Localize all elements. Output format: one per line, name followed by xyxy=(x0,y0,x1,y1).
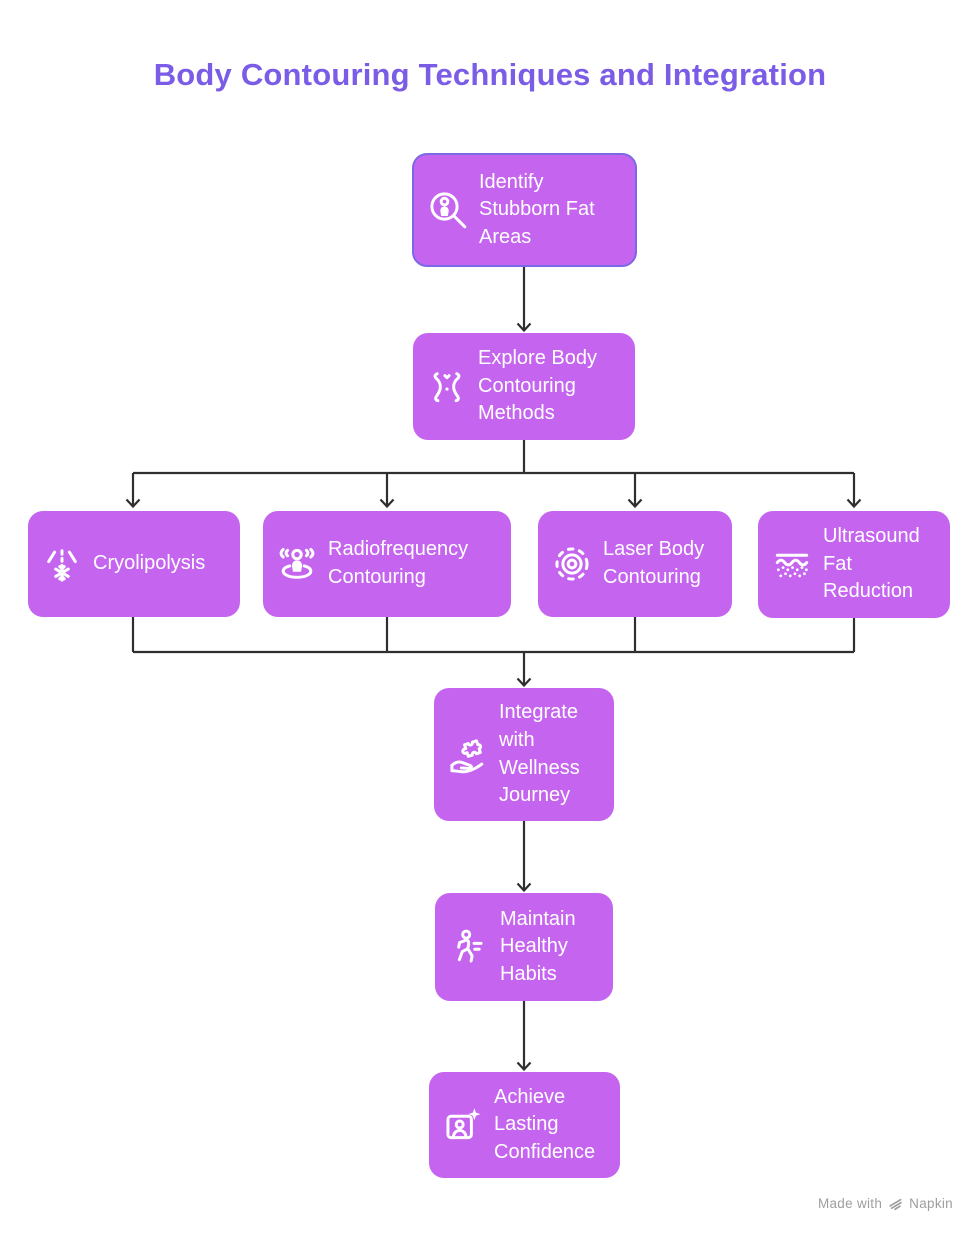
radiofrequency-person-icon xyxy=(276,543,318,585)
node-laser-body-contouring: Laser Body Contouring xyxy=(538,511,732,617)
arrowhead xyxy=(125,498,141,509)
node-integrate-with-wellness-journey: Integrate with Wellness Journey xyxy=(434,688,614,821)
body-contour-icon xyxy=(426,366,468,408)
node-label: Laser Body Contouring xyxy=(603,538,705,588)
runner-icon xyxy=(448,926,490,968)
node-label: Maintain Healthy Habits xyxy=(500,907,576,985)
arrowhead xyxy=(516,1061,532,1072)
node-label: Achieve Lasting Confidence xyxy=(494,1085,596,1163)
watermark-prefix: Made with xyxy=(817,1196,883,1211)
ultrasound-waves-icon xyxy=(771,544,813,586)
node-cryolipolysis: Cryolipolysis xyxy=(28,511,240,617)
node-explore-body-contouring-methods: Explore Body Contouring Methods xyxy=(413,333,635,440)
laser-target-icon xyxy=(551,543,593,585)
portrait-sparkle-icon xyxy=(442,1104,484,1146)
arrowhead xyxy=(379,498,395,509)
arrowhead xyxy=(627,498,643,509)
node-label: Cryolipolysis xyxy=(93,552,206,575)
cold-snowflake-icon xyxy=(41,543,83,585)
search-person-icon xyxy=(427,189,469,231)
arrowhead xyxy=(846,498,862,509)
page-title: Body Contouring Techniques and Integrati… xyxy=(153,57,827,92)
node-label: Radiofrequency Contouring xyxy=(328,538,469,588)
node-label: Integrate with Wellness Journey xyxy=(499,701,580,807)
arrowhead xyxy=(516,677,532,688)
napkin-logo-icon xyxy=(889,1198,903,1211)
arrowhead xyxy=(516,882,532,893)
node-achieve-lasting-confidence: Achieve Lasting Confidence xyxy=(429,1072,620,1178)
puzzle-hand-icon xyxy=(447,734,489,776)
node-radiofrequency-contouring: Radiofrequency Contouring xyxy=(263,511,511,617)
node-label: Ultrasound Fat Reduction xyxy=(823,525,920,603)
watermark-brand: Napkin xyxy=(909,1196,953,1211)
node-maintain-healthy-habits: Maintain Healthy Habits xyxy=(435,893,613,1001)
arrowhead xyxy=(516,322,532,333)
node-identify-stubborn-fat-areas: Identify Stubborn Fat Areas xyxy=(412,153,637,267)
node-label: Explore Body Contouring Methods xyxy=(478,347,597,425)
node-ultrasound-fat-reduction: Ultrasound Fat Reduction xyxy=(758,511,950,618)
node-label: Identify Stubborn Fat Areas xyxy=(479,170,595,248)
watermark: Made with Napkin xyxy=(818,1195,953,1212)
